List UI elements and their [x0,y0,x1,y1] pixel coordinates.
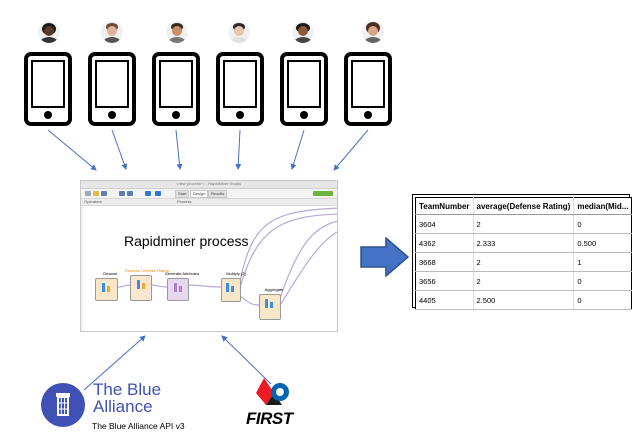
table-cell: 4405 [415,290,474,310]
avatar [292,21,314,43]
new-icon[interactable] [85,191,91,196]
account-icon[interactable] [313,191,333,196]
tablet-icon [216,52,264,126]
first-logo-icon [256,378,289,405]
blue-alliance-api-label: The Blue Alliance API v3 [92,421,185,431]
results-table: TeamNumber average(Defense Rating) media… [415,197,632,310]
person-icon [362,21,384,43]
operator-aggregate[interactable]: Aggregate [259,287,283,320]
column-header[interactable]: average(Defense Rating) [473,197,575,215]
table-cell: 2 [473,271,575,291]
operator-label: Multiply (2) [226,271,246,276]
blue-alliance-name: The Blue Alliance [93,380,162,416]
table-cell: 2.500 [473,290,575,310]
arrow [47,129,97,171]
avatar [228,21,250,43]
arrow [333,129,369,171]
table-cell: 3604 [415,214,474,234]
table-cell: 0 [573,214,632,234]
operator-rename[interactable]: Rename Defense Rating [125,268,169,301]
tab-start[interactable]: Start [175,190,190,198]
table-cell: 0.500 [573,233,632,253]
process-label: Rapidminer process [124,233,249,249]
avatar [101,21,123,43]
operators-panel-label: Operators [84,199,102,204]
table-cell: 1 [573,252,632,272]
panel-bar: Operators Process [81,199,337,206]
operator-cleanse[interactable]: Cleanse [95,271,118,301]
arrow [111,129,128,170]
stop-icon[interactable] [155,191,161,196]
person-icon [292,21,314,43]
avatar [38,21,60,43]
open-icon[interactable] [93,191,99,196]
operator-label: Generate Attributes [164,271,200,276]
table-cell: 4362 [415,233,474,253]
arrow [235,129,242,170]
right-arrow-icon [360,237,410,277]
process-connections [115,207,337,308]
table-cell: 0 [573,290,632,310]
first-wordmark: FIRST [246,409,293,428]
person-icon [38,21,60,43]
avatar [362,21,384,43]
operator-multiply[interactable]: Multiply (2) [221,271,246,302]
table-cell: 2 [473,252,575,272]
toolbar: Start Design Results [81,189,337,199]
tab-results[interactable]: Results [208,190,228,198]
column-header[interactable]: median(Mid... [573,197,632,215]
avatar [166,21,188,43]
redo-icon[interactable] [127,191,133,196]
column-header[interactable]: TeamNumber [415,197,474,215]
person-icon [228,21,250,43]
window-title: <new process*> - RapidMiner Studio [176,181,242,186]
operator-generate[interactable]: Generate Attributes [165,271,199,301]
table-cell: 3656 [415,271,474,291]
blue-alliance-logo-icon [41,383,85,427]
tablet-icon [88,52,136,126]
tablet-icon [344,52,392,126]
person-icon [166,21,188,43]
table-cell: 0 [573,271,632,291]
operator-label: Cleanse [102,271,118,276]
rapidminer-window: <new process*> - RapidMiner Studio Start… [80,180,338,332]
operator-label: Rename Defense Rating [125,268,169,273]
table-header-row: TeamNumber average(Defense Rating) media… [415,197,632,215]
table-cell: 2 [473,214,575,234]
arrow [175,129,183,170]
table-cell: 3668 [415,252,474,272]
process-panel-label: Process [177,199,192,204]
table-cell: 2.333 [473,233,575,253]
arrow [290,129,305,170]
tab-design[interactable]: Design [190,190,209,198]
tablet-icon [152,52,200,126]
left-strip [81,206,83,331]
play-icon[interactable] [145,191,151,196]
person-icon [101,21,123,43]
undo-icon[interactable] [119,191,125,196]
save-icon[interactable] [101,191,107,196]
tablet-icon [24,52,72,126]
operator-label: Aggregate [264,287,284,292]
tablet-icon [280,52,328,126]
